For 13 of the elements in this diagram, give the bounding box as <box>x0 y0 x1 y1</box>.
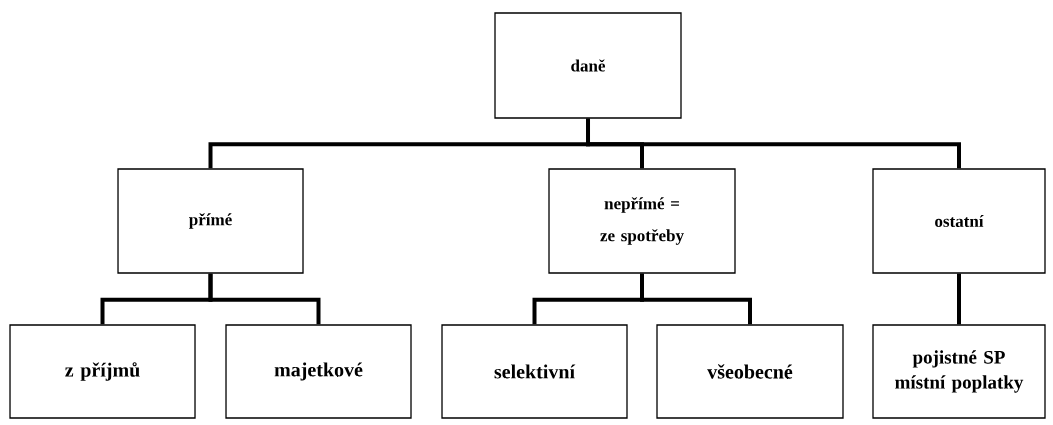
category-box: selektivní <box>441 324 628 419</box>
connector-line <box>640 273 752 325</box>
category-box: daně <box>494 12 682 119</box>
connector-line <box>208 273 321 325</box>
category-box: ostatní <box>872 168 1046 274</box>
connector-line <box>957 273 961 325</box>
category-box: všeobecné <box>656 324 844 419</box>
category-box: nepřímé = ze spotřeby <box>548 168 736 274</box>
category-box: majetkové <box>225 324 412 419</box>
category-box: pojistné SP místní poplatky <box>872 324 1046 419</box>
category-box: z příjmů <box>9 324 196 419</box>
category-box: přímé <box>117 168 304 274</box>
connector-line <box>586 118 961 169</box>
